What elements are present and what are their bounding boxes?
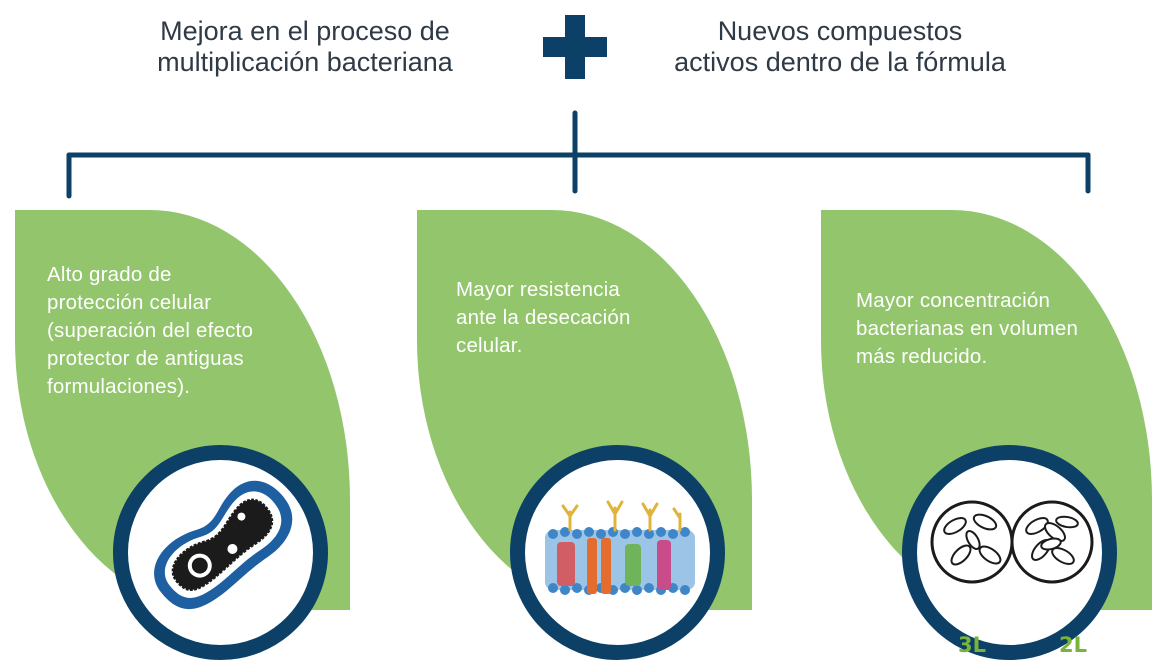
volume-label-2l: 2L — [1059, 633, 1087, 657]
card-text: Mayor resistencia ante la desecación cel… — [456, 276, 696, 360]
volume-label-3l: 3L — [958, 633, 986, 657]
card-text: Mayor concentración bacterianas en volum… — [856, 287, 1152, 371]
card-text: Alto grado de protección celular (supera… — [47, 261, 307, 401]
card-text-line: bacterianas en volumen — [856, 317, 1079, 340]
card-text-line: protección celular — [47, 291, 212, 314]
card-text-line: celular. — [456, 334, 523, 357]
plus-icon — [543, 15, 607, 79]
heading-right: Nuevos compuestos activos dentro de la f… — [640, 16, 1040, 78]
card-text-line: protector de antiguas — [47, 347, 244, 370]
heading-right-line-1: Nuevos compuestos — [717, 16, 963, 46]
bacterium-icon — [154, 480, 293, 610]
heading-left-line-1: Mejora en el proceso de — [160, 16, 450, 46]
bacteria-concentration-icon — [930, 500, 1094, 584]
circle-bacterium — [113, 445, 328, 660]
circle-concentration — [902, 445, 1117, 660]
card-text-line: Mayor concentración — [856, 289, 1051, 312]
card-text-line: ante la desecación — [456, 306, 631, 329]
circle-cell-membrane — [510, 445, 725, 660]
bracket-connector — [66, 110, 1091, 199]
card-text-line: Alto grado de — [47, 263, 172, 286]
card-text-line: (superación del efecto — [47, 319, 254, 342]
cell-membrane-icon — [545, 500, 695, 595]
card-text-line: más reducido. — [856, 345, 988, 368]
card-text-line: Mayor resistencia — [456, 278, 621, 301]
heading-left: Mejora en el proceso de multiplicación b… — [120, 16, 490, 78]
card-text-line: formulaciones). — [47, 375, 191, 398]
heading-right-line-2: activos dentro de la fórmula — [674, 47, 1006, 77]
heading-left-line-2: multiplicación bacteriana — [157, 47, 453, 77]
